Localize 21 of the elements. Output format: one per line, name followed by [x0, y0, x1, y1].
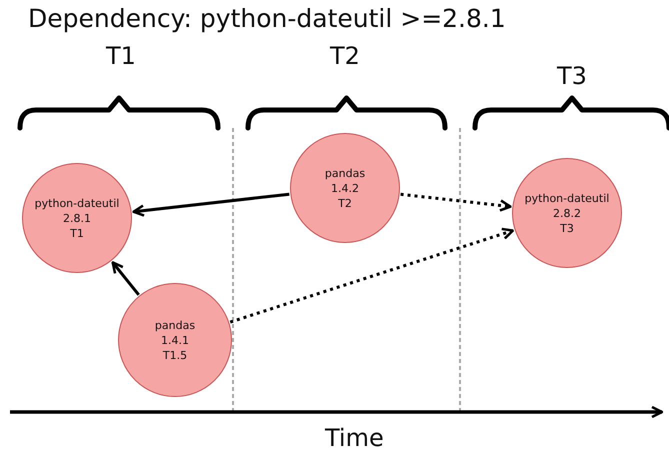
package-name: python-dateutil [524, 190, 610, 206]
time-label: T1.5 [162, 348, 188, 362]
period-label: T3 [557, 62, 587, 90]
title: Dependency: python-dateutil >=2.8.1 [28, 4, 506, 33]
version-label: 2.8.1 [63, 210, 91, 226]
period-label: T1 [106, 42, 136, 70]
package-name: pandas [154, 318, 196, 332]
time-label: T3 [560, 220, 574, 236]
axis-label: Time [325, 424, 384, 449]
version-label: 1.4.1 [161, 332, 189, 348]
package-name: pandas [324, 166, 366, 180]
period-label: T2 [330, 42, 360, 70]
dotted-arrow [400, 192, 512, 212]
arrow [111, 261, 140, 296]
time-label: T1 [70, 226, 84, 240]
dotted-arrow [230, 228, 514, 324]
version-label: 1.4.2 [331, 180, 359, 196]
version-label: 2.8.2 [553, 206, 581, 220]
arrow [132, 192, 290, 217]
package-name: python-dateutil [34, 196, 120, 210]
time-label: T2 [338, 196, 352, 210]
